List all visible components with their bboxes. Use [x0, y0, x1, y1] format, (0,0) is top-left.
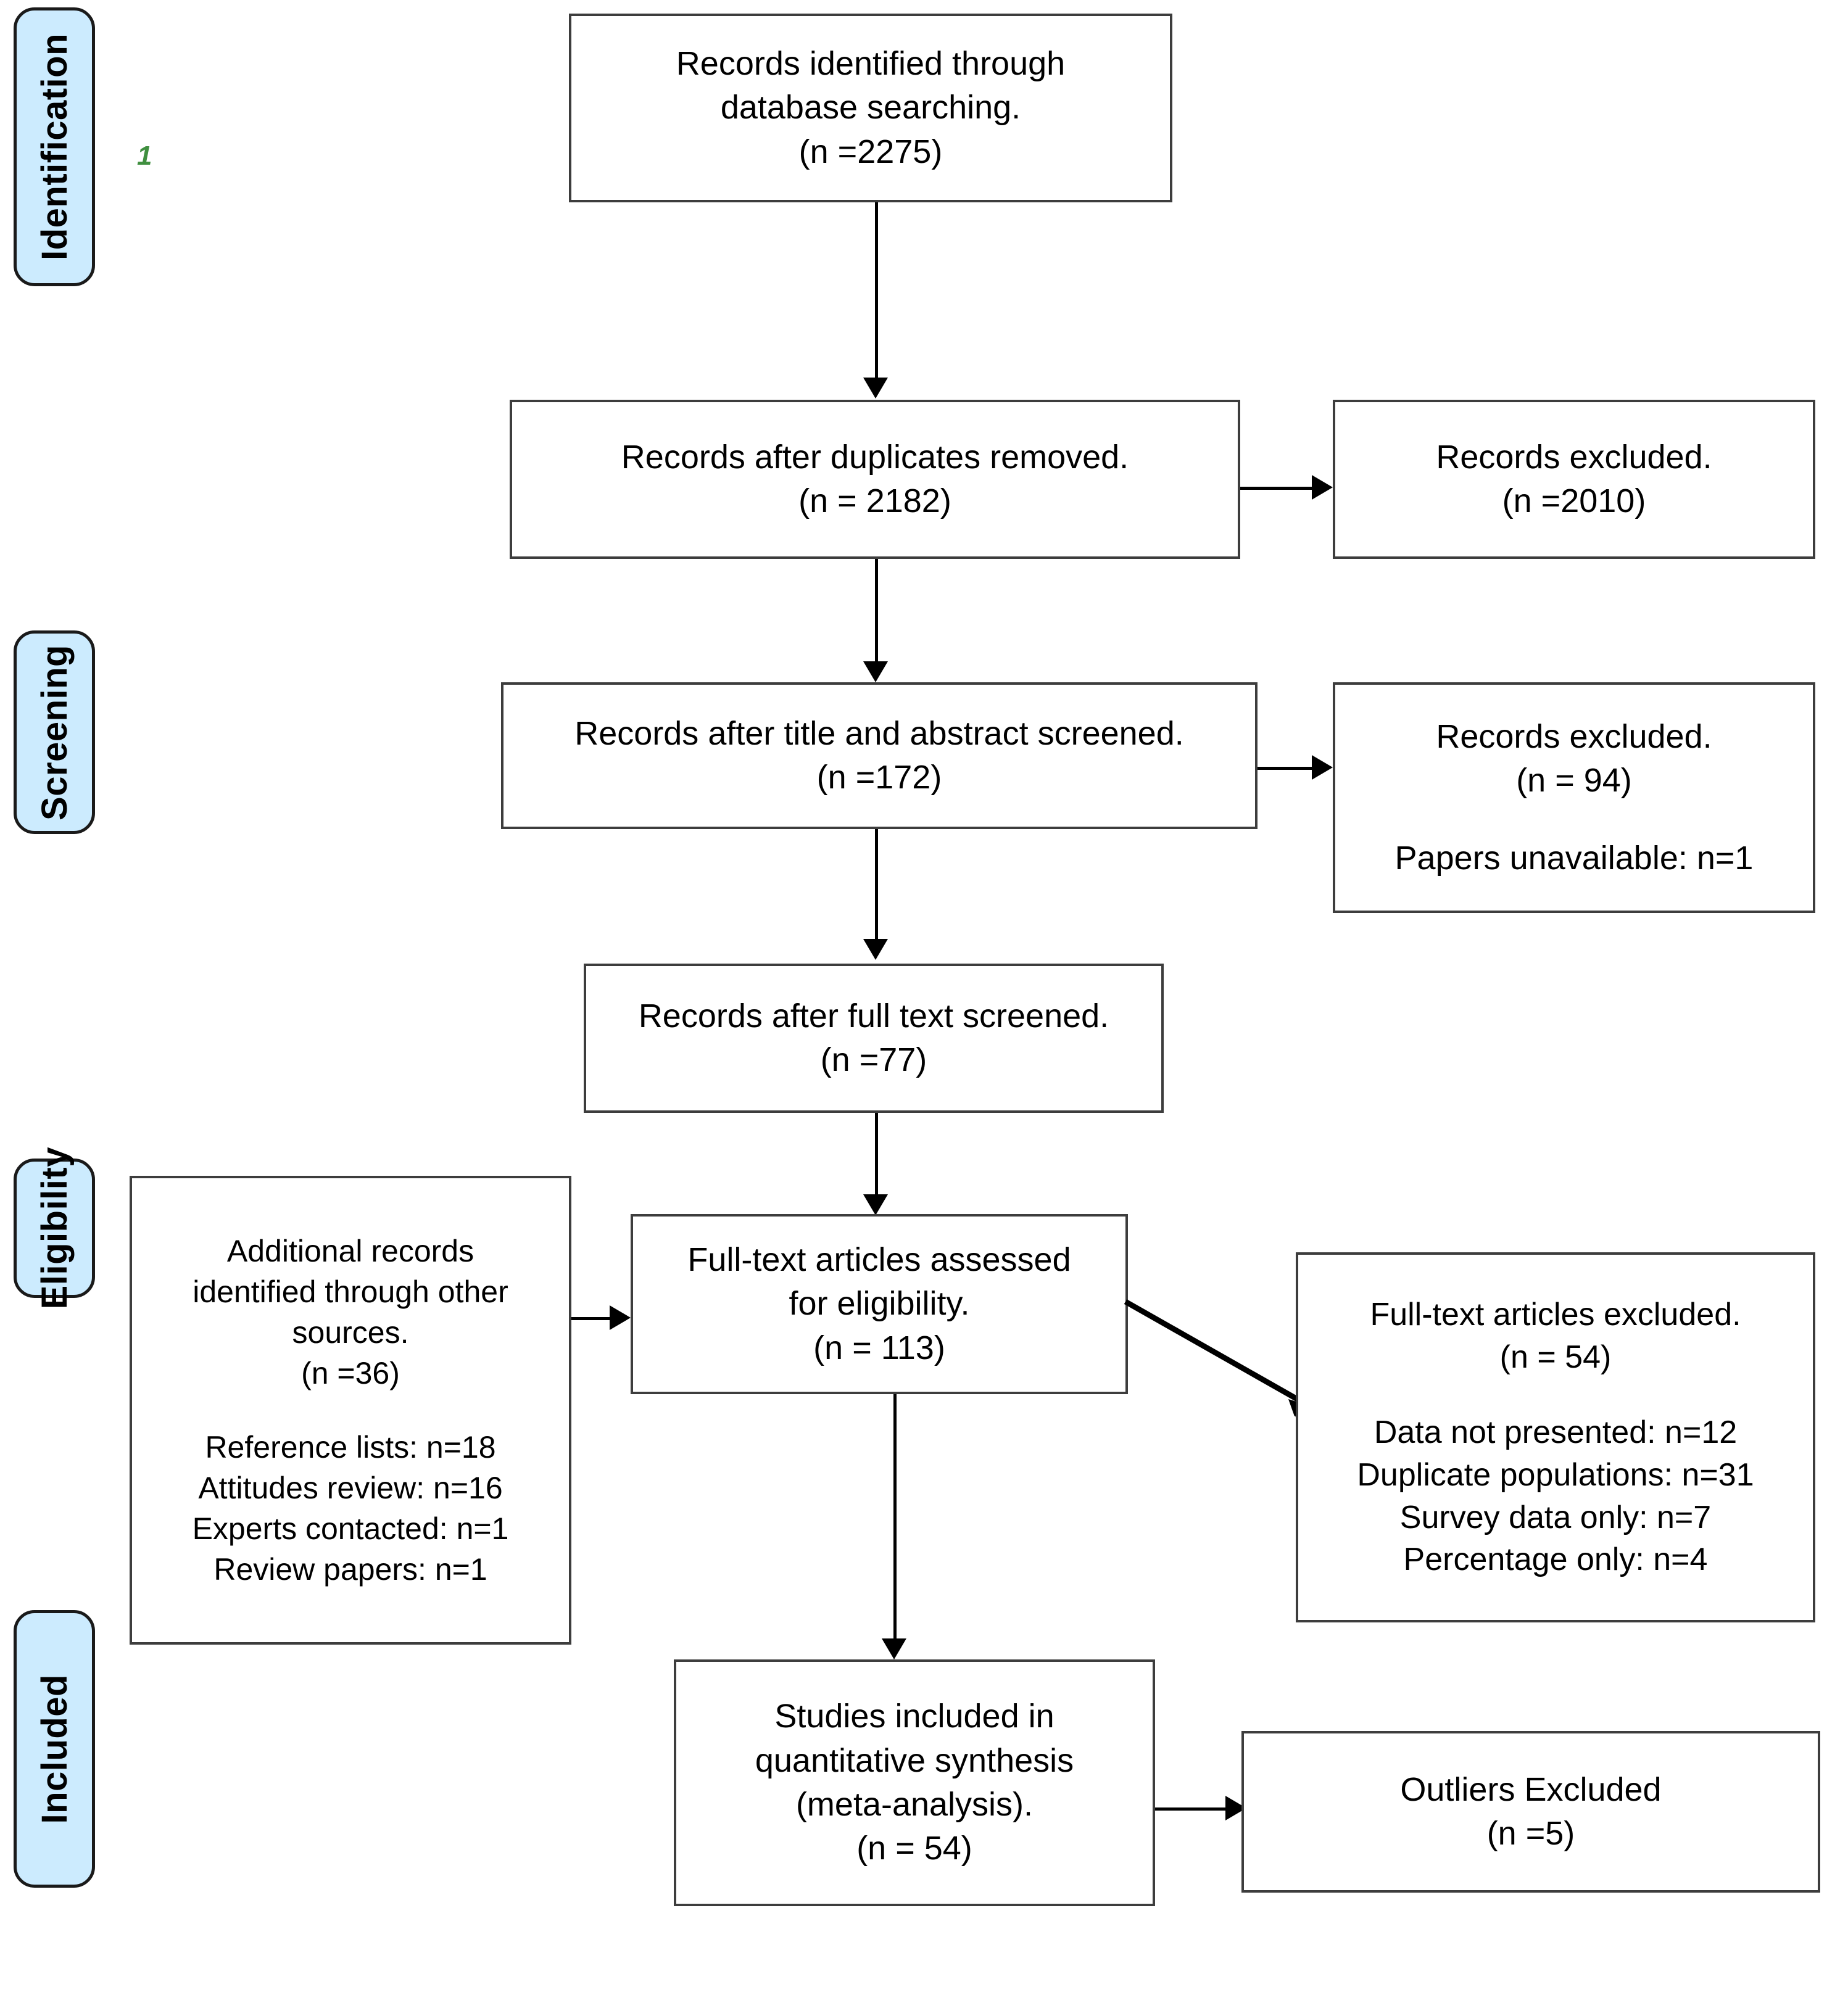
- box-line: (n =2010): [1502, 482, 1646, 519]
- box-line: (n = 54): [1499, 1339, 1612, 1375]
- box-line-extra: Papers unavailable: n=1: [1394, 839, 1754, 877]
- box-studies-included-quantitative: Studies included in quantitative synthes…: [674, 1659, 1155, 1906]
- box-line: Records excluded.: [1436, 438, 1712, 476]
- arrowhead-down: [863, 378, 888, 399]
- box-records-excluded-duplicates: Records excluded. (n =2010): [1333, 400, 1815, 559]
- phase-pill-eligibility: Eligibility: [14, 1147, 95, 1310]
- phase-pill-included: Included: [14, 1610, 95, 1888]
- arrowhead-right: [1312, 755, 1333, 780]
- box-line: (n = 113): [813, 1329, 945, 1366]
- connector-duplicates-to-screened: [875, 559, 878, 664]
- box-line: Additional records: [226, 1234, 474, 1268]
- box-line: Outliers Excluded: [1400, 1770, 1662, 1808]
- box-line: (n = 54): [856, 1830, 972, 1867]
- arrowhead-down: [863, 1194, 888, 1215]
- phase-pill-screening: Screening: [14, 630, 95, 834]
- phase-label-eligibility: Eligibility: [34, 1147, 75, 1310]
- arrowhead-down: [863, 661, 888, 682]
- box-line: Records after full text screened.: [638, 997, 1109, 1035]
- box-line: sources.: [292, 1315, 409, 1350]
- box-records-identified: Records identified through database sear…: [569, 14, 1172, 202]
- box-line-extra: Experts contacted: n=1: [192, 1511, 509, 1546]
- arrowhead-right: [1312, 475, 1333, 500]
- box-line: (n =77): [820, 1041, 927, 1078]
- box-line: Full-text articles assessed: [687, 1241, 1071, 1279]
- arrowhead-down: [863, 939, 888, 960]
- box-line: (n =172): [816, 759, 942, 796]
- box-line: (n =36): [301, 1356, 400, 1390]
- connector-screened-to-excluded: [1258, 767, 1314, 770]
- box-records-excluded-title-abstract: Records excluded. (n = 94) Papers unavai…: [1333, 682, 1815, 913]
- box-line: identified through other: [193, 1274, 508, 1309]
- box-duplicates-removed: Records after duplicates removed. (n = 2…: [510, 400, 1240, 559]
- box-line-extra: Review papers: n=1: [213, 1552, 487, 1587]
- connector-duplicates-to-excluded: [1240, 487, 1314, 490]
- box-line: Records after duplicates removed.: [621, 438, 1129, 476]
- box-line-extra: Attitudes review: n=16: [198, 1471, 503, 1505]
- connector-fulltext-screened-to-assessed: [875, 1113, 878, 1196]
- box-full-text-articles-excluded: Full-text articles excluded. (n = 54) Da…: [1296, 1252, 1815, 1622]
- connector-included-to-outliers: [1155, 1807, 1228, 1811]
- connector-additional-to-assessed: [571, 1317, 612, 1320]
- box-line: quantitative synthesis: [755, 1741, 1074, 1779]
- box-line: (n = 94): [1516, 762, 1632, 799]
- connector-identified-to-duplicates: [875, 202, 878, 380]
- box-full-text-screened: Records after full text screened. (n =77…: [584, 964, 1164, 1113]
- arrowhead-right: [610, 1305, 631, 1330]
- box-additional-records: Additional records identified through ot…: [130, 1176, 571, 1645]
- figure-marker: 1: [137, 141, 152, 171]
- box-line: (n =5): [1486, 1815, 1575, 1852]
- connector-screened-to-fulltext-screened: [875, 829, 878, 940]
- box-line: for eligibility.: [789, 1285, 970, 1323]
- box-line-extra: Survey data only: n=7: [1399, 1499, 1712, 1535]
- connector-assessed-to-included: [893, 1394, 897, 1641]
- box-line: Studies included in: [774, 1698, 1055, 1735]
- box-line-extra: Percentage only: n=4: [1403, 1542, 1708, 1578]
- box-outliers-excluded: Outliers Excluded (n =5): [1241, 1731, 1820, 1893]
- box-line: Records excluded.: [1436, 718, 1712, 756]
- box-line-extra: Duplicate populations: n=31: [1357, 1457, 1754, 1493]
- box-line: (n =2275): [798, 133, 943, 170]
- box-assessed-for-eligibility: Full-text articles assessed for eligibil…: [631, 1214, 1128, 1394]
- box-line: Full-text articles excluded.: [1370, 1297, 1741, 1333]
- box-line-extra: Data not presented: n=12: [1374, 1415, 1738, 1451]
- arrowhead-down: [882, 1638, 906, 1659]
- phase-label-included: Included: [34, 1674, 75, 1824]
- box-line: Records identified through: [676, 45, 1066, 83]
- box-line: (n = 2182): [798, 482, 951, 519]
- phase-label-screening: Screening: [34, 644, 75, 820]
- phase-pill-identification: Identification: [14, 7, 95, 286]
- box-line: Records after title and abstract screene…: [574, 714, 1184, 752]
- box-line: (meta-analysis).: [795, 1786, 1034, 1823]
- box-line-extra: Reference lists: n=18: [205, 1430, 496, 1464]
- box-title-abstract-screened: Records after title and abstract screene…: [501, 682, 1258, 829]
- phase-label-identification: Identification: [34, 33, 75, 260]
- box-line: database searching.: [720, 89, 1021, 126]
